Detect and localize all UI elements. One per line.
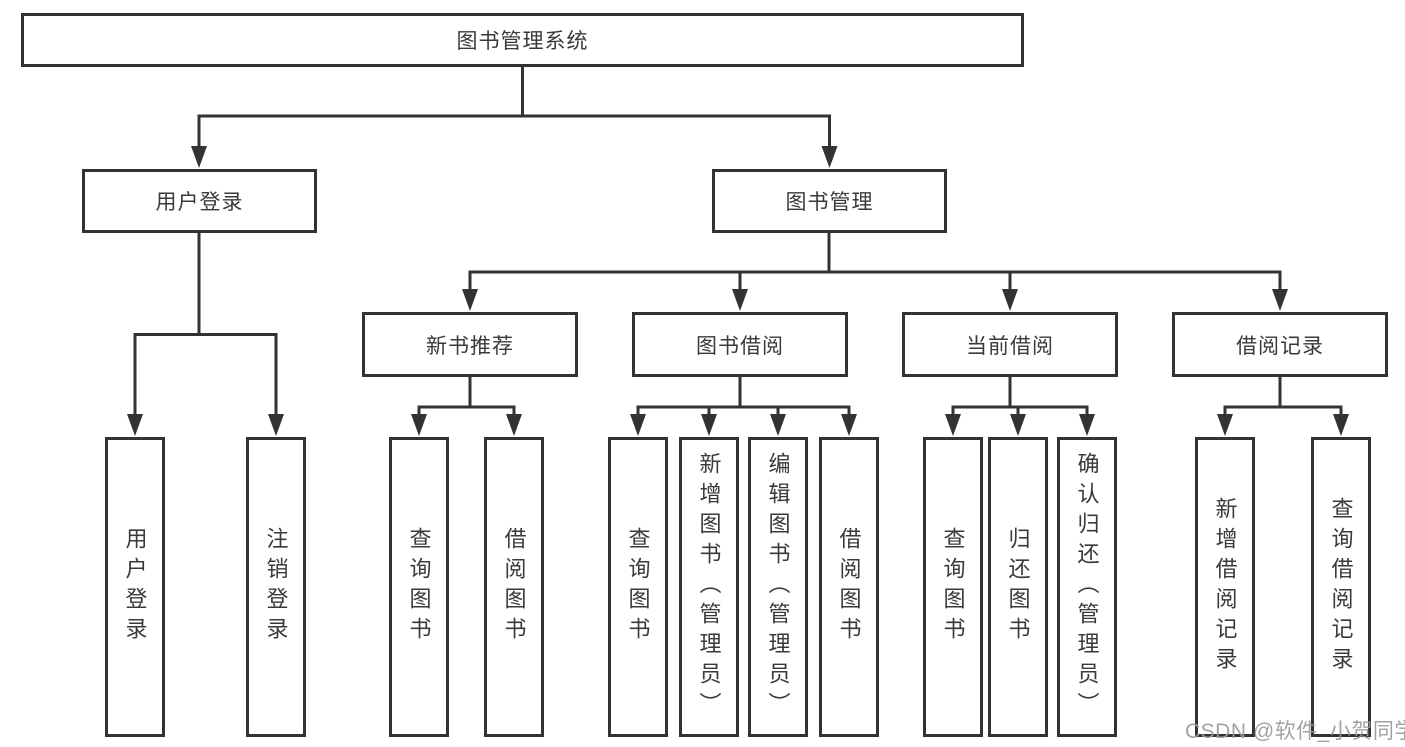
arrow-down-icon	[630, 414, 646, 436]
csdn-watermark: CSDN @软件_小贺同学	[1185, 720, 1405, 743]
edge-book-mgmt-to-level3	[468, 231, 1282, 295]
leaf-borrow-add: 新增图书（管理员）	[679, 437, 739, 737]
node-book-mgmt: 图书管理	[712, 169, 947, 233]
leaf-current-query-label: 查询图书	[940, 527, 966, 647]
arrow-down-icon	[411, 414, 427, 436]
arrow-down-icon	[732, 289, 748, 311]
leaf-borrow-query: 查询图书	[608, 437, 668, 737]
edge-current-borrow-to-leaves	[951, 375, 1089, 420]
node-system-root: 图书管理系统	[21, 13, 1024, 67]
edge-borrow-records-to-leaves	[1223, 375, 1343, 420]
node-current-borrow-label: 当前借阅	[966, 334, 1054, 358]
leaf-newbooks-borrow: 借阅图书	[484, 437, 544, 737]
arrow-down-icon	[821, 146, 838, 168]
arrow-down-icon	[945, 414, 961, 436]
node-book-mgmt-label: 图书管理	[785, 191, 874, 214]
arrow-down-icon	[701, 414, 717, 436]
arrow-down-icon	[191, 146, 207, 168]
edge-new-books-to-leaves	[417, 375, 516, 420]
arrow-down-icon	[841, 414, 857, 436]
leaf-borrow-borrow: 借阅图书	[819, 437, 879, 737]
node-book-borrow-label: 图书借阅	[696, 334, 784, 358]
arrow-down-icon	[770, 414, 786, 436]
node-user-login-label: 用户登录	[155, 191, 244, 214]
leaf-logout-label: 注销登录	[263, 527, 289, 647]
leaf-newbooks-borrow-label: 借阅图书	[501, 527, 527, 647]
node-system-root-label: 图书管理系统	[456, 30, 589, 53]
node-book-borrow: 图书借阅	[632, 312, 848, 377]
leaf-records-add-label: 新增借阅记录	[1212, 497, 1238, 677]
edge-book-borrow-to-leaves	[636, 375, 851, 420]
leaf-user-login: 用户登录	[105, 437, 165, 737]
arrow-down-icon	[1010, 414, 1026, 436]
arrow-down-icon	[1002, 289, 1018, 311]
leaf-current-confirm-label: 确认归还（管理员）	[1074, 452, 1100, 722]
leaf-borrow-borrow-label: 借阅图书	[836, 527, 862, 647]
leaf-current-return: 归还图书	[988, 437, 1048, 737]
leaf-borrow-query-label: 查询图书	[625, 527, 651, 647]
arrow-down-icon	[268, 414, 284, 436]
node-new-books-label: 新书推荐	[426, 334, 514, 358]
arrow-down-icon	[1333, 414, 1349, 436]
leaf-records-query-label: 查询借阅记录	[1328, 497, 1354, 677]
arrow-down-icon	[127, 414, 143, 436]
arrow-down-icon	[1217, 414, 1233, 436]
leaf-records-add: 新增借阅记录	[1195, 437, 1255, 737]
node-user-login: 用户登录	[82, 169, 317, 233]
leaf-borrow-edit: 编辑图书（管理员）	[748, 437, 808, 737]
leaf-borrow-edit-label: 编辑图书（管理员）	[765, 452, 791, 722]
leaf-logout: 注销登录	[246, 437, 306, 737]
leaf-current-confirm: 确认归还（管理员）	[1057, 437, 1117, 737]
arrow-down-icon	[1079, 414, 1095, 436]
arrow-down-icon	[506, 414, 522, 436]
leaf-current-return-label: 归还图书	[1005, 527, 1031, 647]
leaf-newbooks-query-label: 查询图书	[406, 527, 432, 647]
arrow-down-icon	[462, 289, 478, 311]
edge-root-to-level2	[197, 64, 831, 152]
leaf-current-query: 查询图书	[923, 437, 983, 737]
leaf-newbooks-query: 查询图书	[389, 437, 449, 737]
leaf-user-login-label: 用户登录	[122, 527, 148, 647]
node-current-borrow: 当前借阅	[902, 312, 1118, 377]
node-new-books: 新书推荐	[362, 312, 578, 377]
leaf-records-query: 查询借阅记录	[1311, 437, 1371, 737]
leaf-borrow-add-label: 新增图书（管理员）	[696, 452, 722, 722]
node-borrow-records: 借阅记录	[1172, 312, 1388, 377]
node-borrow-records-label: 借阅记录	[1236, 334, 1324, 358]
edge-user-login-to-leaves	[133, 231, 278, 420]
arrow-down-icon	[1272, 289, 1288, 311]
